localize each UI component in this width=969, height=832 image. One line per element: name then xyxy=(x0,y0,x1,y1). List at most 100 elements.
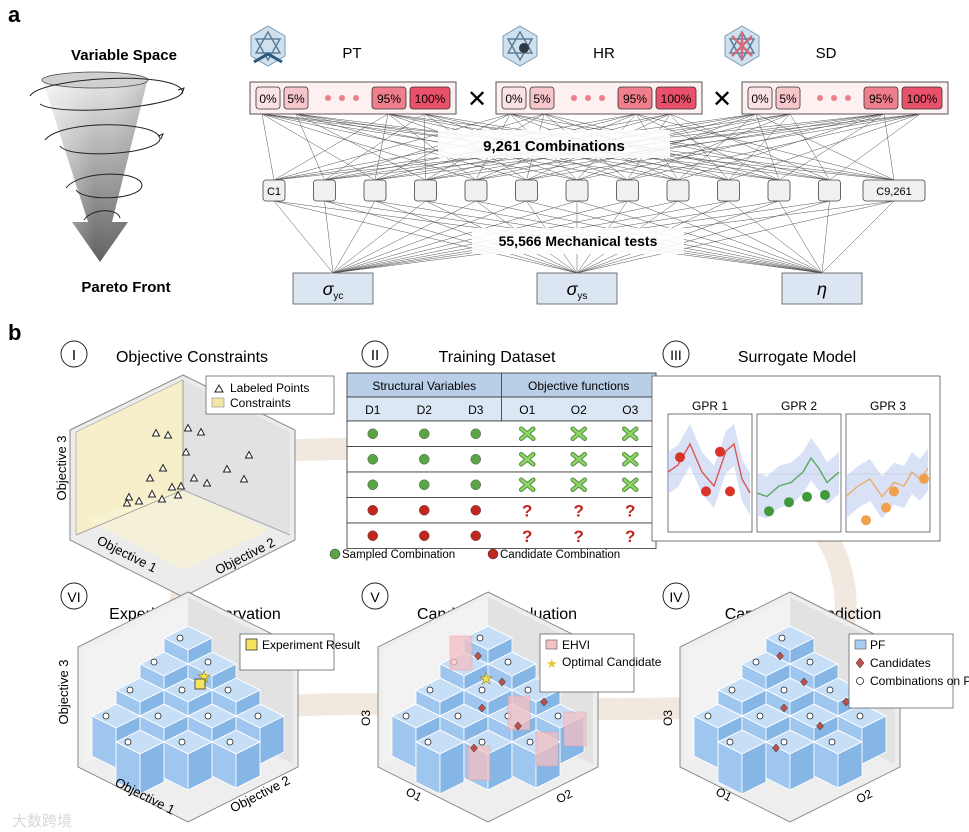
combination-box xyxy=(818,179,841,202)
observation-point xyxy=(861,515,871,526)
pf-point xyxy=(426,686,434,694)
gpr-title: GPR 2 xyxy=(781,399,817,413)
labeled-point xyxy=(183,423,193,432)
triangle-icon xyxy=(214,383,224,393)
ehvi-box xyxy=(449,635,473,671)
pf-point xyxy=(806,658,814,666)
candidate-diamond xyxy=(780,703,788,713)
labeled-point xyxy=(124,492,134,501)
variable-dot xyxy=(367,530,378,541)
gpr-title: GPR 3 xyxy=(870,399,906,413)
candidate-diamond xyxy=(478,703,486,713)
column-header: D1 xyxy=(365,403,381,417)
pf-point xyxy=(504,658,512,666)
pf-point xyxy=(828,738,836,746)
numeral-badge: II xyxy=(361,340,389,368)
legend-pf: PF xyxy=(870,638,885,652)
gpr-title: GPR 1 xyxy=(692,399,728,413)
pf-point xyxy=(254,712,262,720)
combination-box xyxy=(262,179,286,202)
legend-experiment: Experiment Result xyxy=(262,638,361,652)
ehvi-box xyxy=(467,745,491,781)
level-label: 95% xyxy=(377,92,401,106)
pt-lattice-icon xyxy=(250,25,286,67)
level-label: 100% xyxy=(661,92,692,106)
numeral-badge: VI xyxy=(60,582,88,610)
pf-point xyxy=(826,686,834,694)
panel-i-legend: Labeled Points Constraints xyxy=(205,375,335,415)
variable-dot xyxy=(470,428,481,439)
times-sign: ✕ xyxy=(712,86,732,113)
output-symbol: η xyxy=(817,279,827,299)
levels-sd: 0% 5% 95% 100% xyxy=(741,81,949,115)
axis-o1: O1 xyxy=(404,785,425,805)
legend-combinations: Combinations on PF xyxy=(870,674,969,688)
group-header: Objective functions xyxy=(528,379,629,393)
legend-constraints: Constraints xyxy=(230,396,291,410)
pf-point xyxy=(176,634,184,642)
legend-ehvi: EHVI xyxy=(562,638,590,652)
legend-labeled-points: Labeled Points xyxy=(230,381,309,395)
observation-point xyxy=(820,490,830,500)
unknown-mark: ? xyxy=(574,527,584,546)
combination-box xyxy=(717,179,740,202)
svg-text:σyc: σyc xyxy=(323,279,344,302)
labeled-point xyxy=(167,482,177,491)
pf-point xyxy=(806,712,814,720)
experiment-square xyxy=(194,678,206,690)
panel-iii-title: Surrogate Model xyxy=(738,349,856,366)
panel-vi-legend: Experiment Result xyxy=(239,633,361,671)
pf-point xyxy=(178,686,186,694)
labeled-point xyxy=(173,490,183,499)
output-subscript: ys xyxy=(577,291,587,302)
pf-point xyxy=(554,712,562,720)
material-sd-label: SD xyxy=(816,45,837,62)
combination-box xyxy=(464,179,488,202)
levels-hr: 0% 5% 95% 100% xyxy=(495,81,703,115)
pf-point xyxy=(526,738,534,746)
svg-text:VI: VI xyxy=(67,589,80,605)
variable-space-funnel xyxy=(29,71,185,262)
observation-point xyxy=(919,473,929,484)
variable-space-label: Variable Space xyxy=(71,47,177,64)
variable-dot xyxy=(470,454,481,465)
combination-box xyxy=(767,179,791,202)
level-label: 100% xyxy=(907,92,938,106)
gpr-mean-line xyxy=(845,468,929,498)
legend-candidate: Candidate Combination xyxy=(500,549,620,561)
pf-point xyxy=(204,712,212,720)
ehvi-box xyxy=(535,731,559,767)
unknown-mark: ? xyxy=(625,527,635,546)
output-subscript: yc xyxy=(333,291,343,302)
panel-b-letter: b xyxy=(8,320,21,345)
combination-label: C1 xyxy=(267,186,281,198)
table-row xyxy=(346,497,657,524)
panel-a-letter: a xyxy=(8,2,21,27)
labeled-point xyxy=(244,450,254,459)
pf-point xyxy=(424,738,432,746)
combination-box xyxy=(313,179,336,202)
observation-point xyxy=(715,446,725,457)
numeral-badge: I xyxy=(60,340,88,368)
ehvi-box xyxy=(507,695,531,731)
pf-point xyxy=(178,738,186,746)
pf-point xyxy=(402,712,410,720)
candidate-diamond xyxy=(772,743,780,753)
pf-point xyxy=(154,712,162,720)
pf-point xyxy=(224,686,232,694)
panel-iv-legend: PF Candidates Combinations on PF xyxy=(848,633,969,709)
axis-o2: O2 xyxy=(854,786,875,806)
candidate-diamond xyxy=(816,721,824,731)
pf-point xyxy=(204,658,212,666)
level-label: 95% xyxy=(869,92,893,106)
svg-text:III: III xyxy=(670,347,682,363)
candidate-diamond-icon xyxy=(855,657,865,669)
combination-box xyxy=(565,179,589,202)
variable-dot xyxy=(470,505,481,516)
combination-box xyxy=(414,179,437,202)
candidate-diamond xyxy=(514,721,522,731)
table-row xyxy=(346,522,657,549)
optimal-star: ★ xyxy=(479,671,493,688)
ehvi-swatch xyxy=(545,639,558,650)
